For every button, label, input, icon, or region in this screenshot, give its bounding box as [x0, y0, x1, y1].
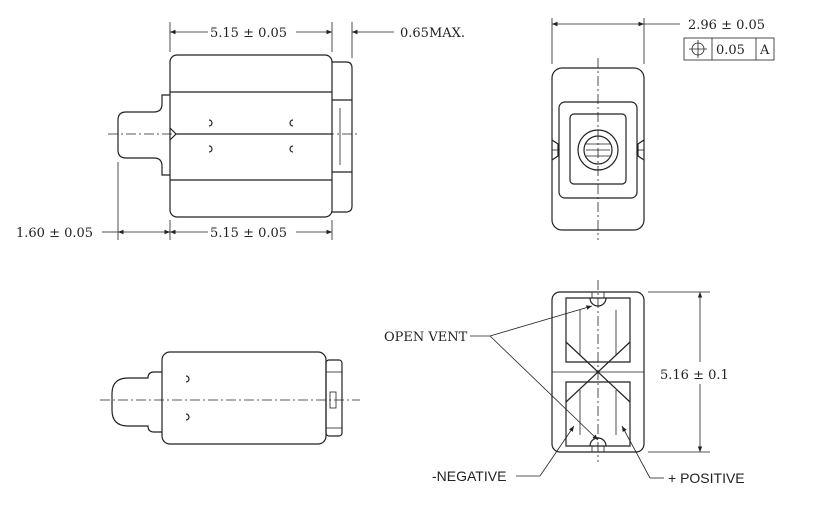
cap-max-dim: 0.65MAX.: [400, 26, 465, 41]
tolerance-value: 0.05: [716, 43, 745, 58]
width-dim: 2.96 ± 0.05: [688, 18, 765, 33]
open-vent-label: OPEN VENT: [384, 330, 468, 345]
tip-length-dim: 1.60 ± 0.05: [16, 226, 93, 241]
bottom-side-view: [100, 351, 360, 445]
positive-label: + POSITIVE: [668, 470, 745, 486]
negative-label: -NEGATIVE: [432, 468, 506, 484]
end-view: [551, 18, 775, 240]
top-length-dim: 5.15 ± 0.05: [210, 26, 287, 41]
top-view: [470, 280, 710, 479]
side-view: [102, 22, 394, 240]
bottom-length-dim: 5.15 ± 0.05: [210, 226, 287, 241]
tolerance-datum: A: [759, 43, 770, 58]
height-dim: 5.16 ± 0.1: [660, 368, 729, 383]
